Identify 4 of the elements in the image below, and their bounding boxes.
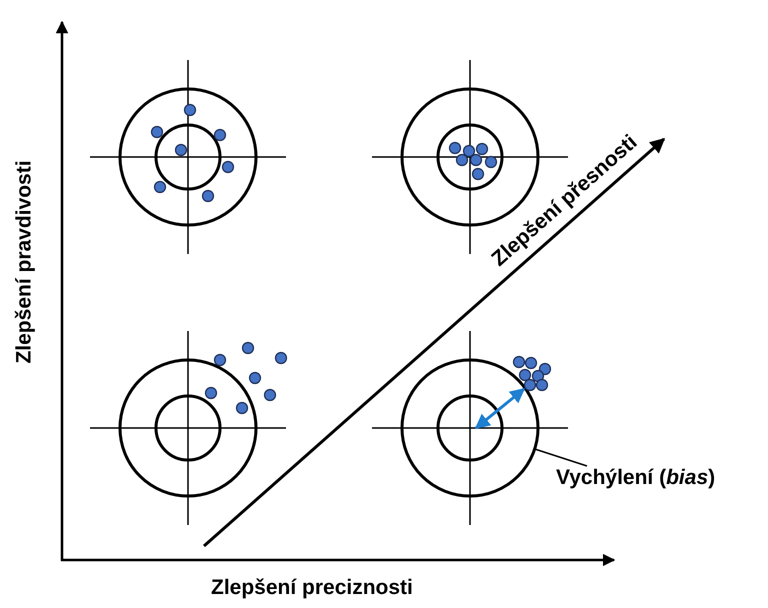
leader-line: [534, 448, 588, 467]
annotation-label: Vychýlení (bias): [556, 466, 716, 490]
axis-title: Zlepšení pravdivosti: [12, 160, 36, 364]
axis-title: Zlepšení preciznosti: [211, 576, 413, 600]
